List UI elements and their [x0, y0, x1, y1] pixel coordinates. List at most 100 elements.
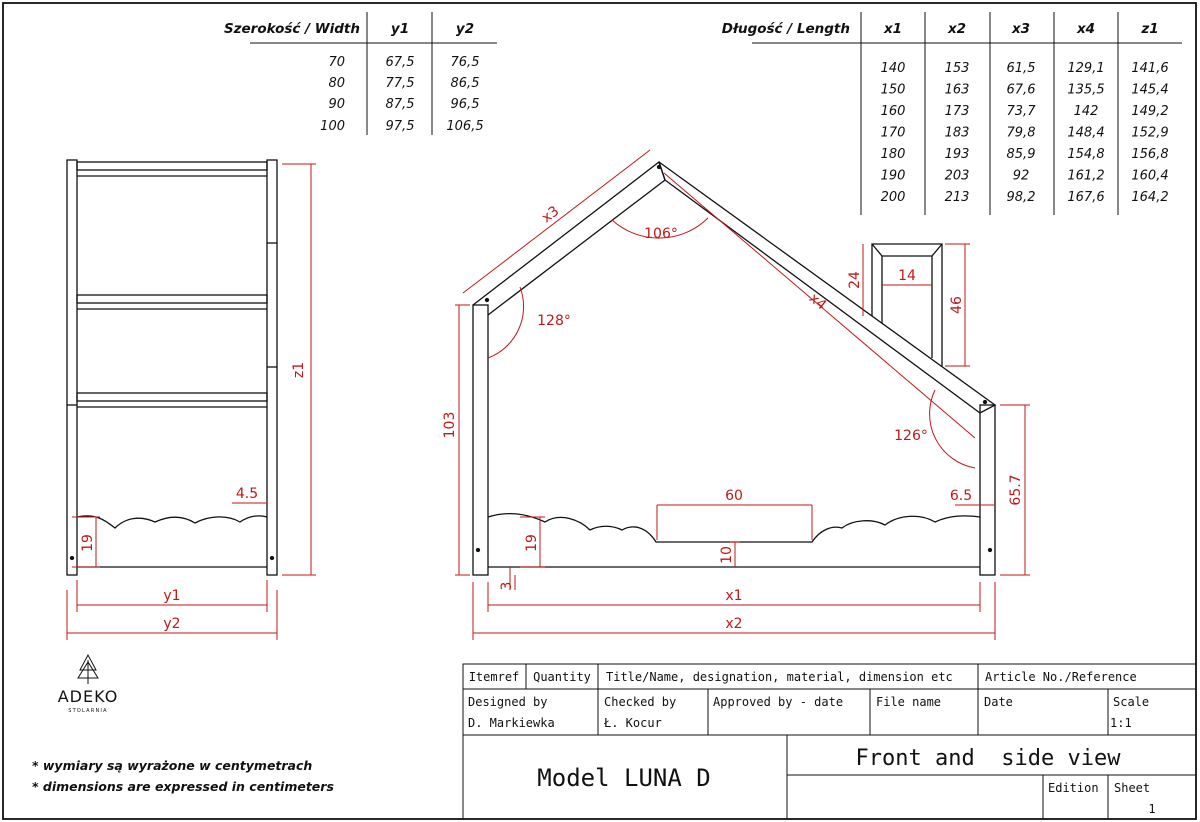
length-cell: 129,1: [1067, 61, 1104, 76]
front-cloud-panel: [487, 513, 981, 543]
length-cell: 145,4: [1131, 83, 1168, 98]
width-cell: 106,5: [446, 119, 483, 134]
width-header-label: Szerokość / Width: [224, 21, 360, 37]
width-header-y1: y1: [391, 21, 409, 37]
front-view-dimensions: [455, 149, 1030, 640]
side-post-left: [66, 159, 78, 576]
side-top-rail: [76, 161, 268, 171]
length-cell: 180: [881, 147, 906, 162]
width-cell: 70: [328, 55, 345, 70]
length-cell: 163: [945, 83, 970, 98]
tb-itemref: Itemref: [469, 670, 520, 684]
note-pl: * wymiary są wyrażone w centymetrach: [32, 758, 312, 773]
length-cell: 183: [945, 126, 970, 141]
dim-103-label: 103: [442, 412, 458, 439]
length-cell: 150: [881, 83, 906, 98]
length-cell: 98,2: [1007, 190, 1036, 205]
angle-right-label: 126°: [894, 428, 928, 444]
length-cell: 193: [945, 147, 970, 162]
tb-designed-value: D. Markiewka: [468, 716, 555, 730]
dim-10-label: 10: [719, 546, 735, 564]
dim-14-label: 14: [898, 268, 916, 284]
length-cell: 164,2: [1131, 190, 1168, 205]
length-cell: 149,2: [1131, 104, 1168, 119]
tb-sheet-value: 1: [1148, 802, 1155, 816]
tb-approved-label: Approved by - date: [713, 695, 843, 709]
tb-quantity: Quantity: [533, 670, 591, 684]
front-view-dim-labels: x3 x4 x1 x2 106° 128° 126° 103 60 6.5 65…: [442, 203, 1024, 632]
tb-checked-label: Checked by: [604, 695, 676, 709]
tb-file-name-label: File name: [876, 695, 941, 709]
length-cell: 161,2: [1067, 169, 1104, 184]
length-cell: 160: [881, 104, 906, 119]
title-block: Itemref Quantity Title/Name, designation…: [462, 663, 1197, 820]
tb-scale-value: 1:1: [1110, 716, 1132, 730]
tb-model: Model LUNA D: [537, 764, 710, 792]
length-cell: 61,5: [1007, 61, 1036, 76]
dim-x2-label: x2: [725, 616, 742, 632]
length-cell: 141,6: [1131, 61, 1168, 76]
length-cell: 190: [881, 169, 906, 184]
length-cell: 92: [1013, 169, 1030, 184]
length-header-x2: x2: [947, 21, 966, 37]
side-cloud-panel: [76, 515, 268, 529]
length-cell: 79,8: [1007, 126, 1036, 141]
dim-19-side-label: 19: [80, 534, 96, 552]
dim-y1-label: y1: [163, 588, 180, 604]
length-cell: 153: [945, 61, 970, 76]
dim-y2-label: y2: [163, 616, 180, 632]
length-cell: 152,9: [1131, 126, 1168, 141]
tb-designed-label: Designed by: [468, 695, 547, 709]
length-cell: 203: [945, 169, 970, 184]
side-shelf: [76, 294, 268, 304]
length-header-label: Długość / Length: [722, 21, 850, 37]
chimney: [871, 243, 943, 366]
length-cell: 67,6: [1007, 83, 1036, 98]
dim-z1-label: z1: [291, 362, 307, 378]
width-table: Szerokość / Width y1 y2 70 67,5 76,5 80 …: [224, 12, 497, 135]
note-en: * dimensions are expressed in centimeter…: [32, 779, 334, 794]
front-post-left: [472, 304, 489, 576]
width-cell: 76,5: [451, 55, 480, 70]
logo-name: ADEKO: [58, 687, 119, 706]
tb-view: Front and side view: [856, 746, 1122, 771]
width-cell: 90: [328, 97, 345, 112]
length-cell: 148,4: [1067, 126, 1104, 141]
length-cell: 135,5: [1067, 83, 1104, 98]
length-table-rows: 140 153 61,5 129,1 141,6 150 163 67,6 135,5 145,4…: [881, 61, 1169, 205]
length-cell: 140: [881, 61, 906, 76]
length-header-z1: z1: [1140, 21, 1158, 37]
length-header-x1: x1: [883, 21, 902, 37]
length-header-x4: x4: [1076, 21, 1095, 37]
tb-date-label: Date: [984, 695, 1013, 709]
length-cell: 160,4: [1131, 169, 1168, 184]
dim-657-label: 65.7: [1008, 474, 1024, 505]
length-cell: 213: [945, 190, 970, 205]
width-header-y2: y2: [456, 21, 474, 37]
angle-left-label: 128°: [537, 313, 571, 329]
width-cell: 87,5: [386, 97, 415, 112]
length-cell: 156,8: [1131, 147, 1168, 162]
dim-3-label: 3: [499, 582, 515, 591]
angle-arc-left: [487, 286, 525, 359]
width-cell: 86,5: [451, 76, 480, 91]
length-cell: 167,6: [1067, 190, 1104, 205]
length-cell: 170: [881, 126, 906, 141]
tb-sheet-label: Sheet: [1114, 781, 1150, 795]
width-cell: 80: [328, 76, 345, 91]
dim-65-label: 6.5: [950, 488, 972, 504]
roof-right-beam: [658, 161, 997, 414]
angle-arc-top: [611, 217, 709, 239]
angle-top-label: 106°: [644, 226, 678, 242]
notes: * wymiary są wyrażone w centymetrach * d…: [32, 758, 334, 794]
length-cell: 85,9: [1007, 147, 1036, 162]
tb-edition-label: Edition: [1048, 781, 1099, 795]
dim-60-label: 60: [725, 488, 743, 504]
dim-45-label: 4.5: [236, 486, 258, 502]
width-cell: 77,5: [386, 76, 415, 91]
angle-arc-right: [929, 389, 976, 469]
side-view-dim-labels: z1 y1 y2 4.5 19: [80, 362, 307, 632]
dim-46-label: 46: [949, 296, 965, 314]
